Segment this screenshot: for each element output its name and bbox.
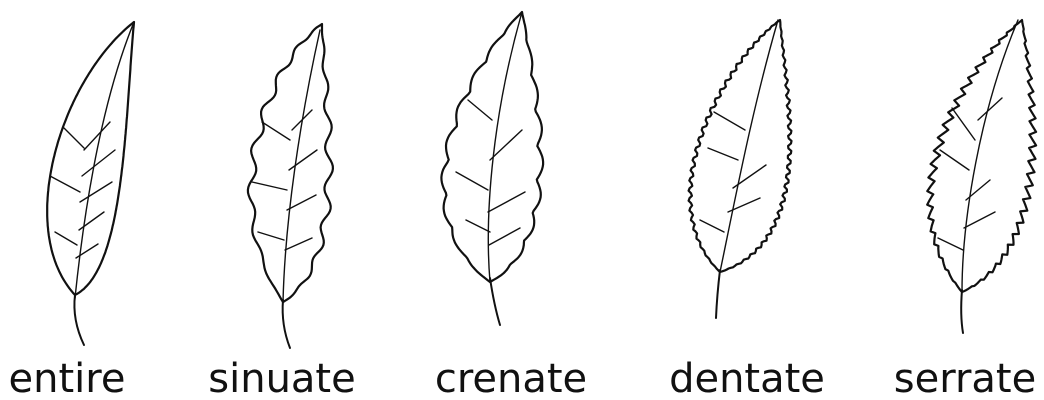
leaf-serrate-outline — [927, 20, 1036, 292]
leaf-crenate — [441, 12, 543, 325]
leaf-serrate-midrib — [962, 20, 1018, 292]
leaf-label-serrate: serrate — [894, 356, 1036, 400]
leaf-label-entire: entire — [9, 356, 126, 400]
leaf-serrate-stem — [961, 290, 963, 333]
leaf-sinuate-outline — [248, 24, 333, 302]
leaf-crenate-stem — [490, 278, 500, 325]
leaf-label-crenate: crenate — [435, 356, 587, 400]
leaf-entire-outline — [47, 22, 134, 295]
leaf-entire-stem — [74, 295, 84, 345]
leaf-sinuate-midrib — [283, 30, 320, 302]
leaf-dentate-outline — [689, 20, 792, 272]
leaf-sinuate-stem — [283, 300, 290, 348]
leaf-dentate-vein — [700, 112, 766, 232]
leaf-sinuate — [248, 24, 333, 348]
leaf-entire — [47, 22, 134, 345]
leaf-dentate-stem — [716, 270, 720, 318]
leaf-sinuate-vein — [252, 110, 317, 250]
leaf-crenate-vein — [456, 100, 525, 245]
leaf-label-sinuate: sinuate — [208, 356, 355, 400]
leaf-serrate — [927, 20, 1036, 333]
leaf-crenate-midrib — [488, 12, 522, 282]
leaf-crenate-outline — [441, 12, 543, 282]
leaf-dentate — [689, 20, 792, 318]
leaf-label-dentate: dentate — [669, 356, 825, 400]
